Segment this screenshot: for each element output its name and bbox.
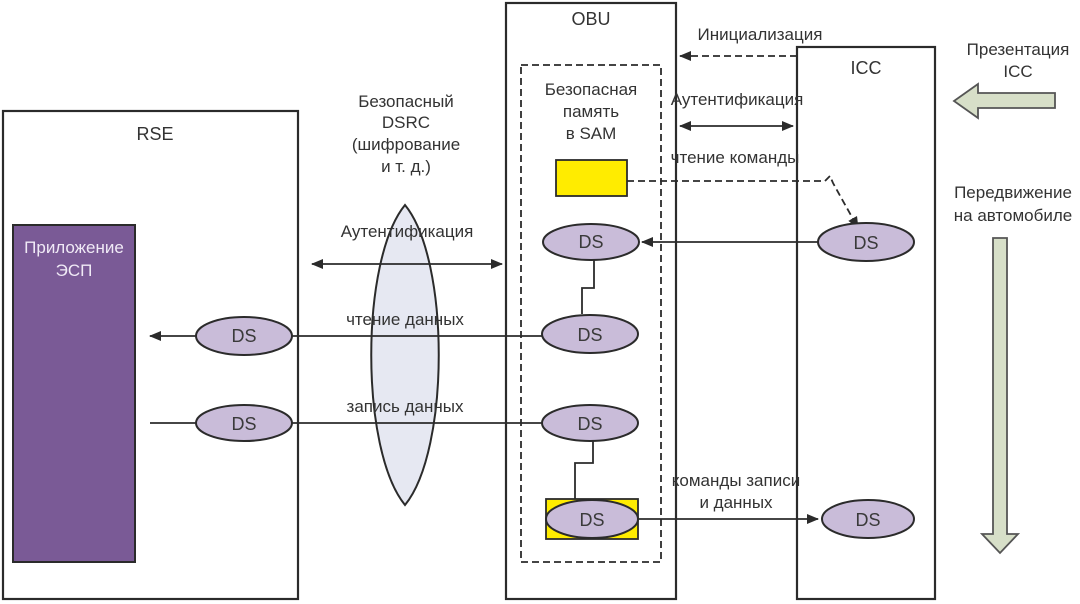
svg-text:DS: DS: [853, 233, 878, 253]
svg-text:Передвижение: Передвижение: [954, 183, 1072, 202]
rse-title: RSE: [136, 124, 173, 144]
svg-text:(шифрование: (шифрование: [352, 135, 460, 154]
write-data-label: запись данных: [347, 397, 464, 416]
svg-text:DS: DS: [231, 414, 256, 434]
svg-text:DSRC: DSRC: [382, 113, 430, 132]
channel-label: Безопасный DSRC (шифрование и т. д.): [352, 92, 460, 176]
write-commands-label-line-1: команды записи: [672, 471, 800, 490]
ds-node-icc-1: DS: [817, 222, 915, 262]
sam-secure-memory: Безопасная память в SAM: [520, 64, 662, 563]
sam-key-block: [555, 159, 628, 197]
ds-node-rse-read: DS: [195, 316, 293, 356]
ds-node-rse-write: DS: [195, 404, 293, 442]
svg-text:и т. д.): и т. д.): [381, 157, 431, 176]
icc-presentation: Презентация ICC: [952, 40, 1070, 120]
ds-node-obu-1: DS: [542, 223, 640, 261]
ds-connector-lower: [574, 440, 594, 500]
secure-dsrc-channel: [370, 203, 440, 507]
svg-text:DS: DS: [577, 414, 602, 434]
obu-icc-auth-label: Аутентификация: [671, 90, 804, 109]
svg-text:память: память: [563, 102, 619, 121]
esp-application-block: Приложение ЭСП: [12, 224, 136, 563]
svg-text:DS: DS: [855, 510, 880, 530]
ds-node-obu-4: DS: [545, 499, 639, 539]
svg-text:Безопасный: Безопасный: [358, 92, 454, 111]
svg-text:DS: DS: [577, 325, 602, 345]
svg-text:Презентация: Презентация: [967, 40, 1070, 59]
svg-text:DS: DS: [578, 232, 603, 252]
vehicle-movement: Передвижение на автомобиле: [954, 183, 1072, 555]
rse-obu-auth-label: Аутентификация: [341, 222, 474, 241]
down-arrow-icon: [979, 237, 1021, 555]
svg-text:Безопасная: Безопасная: [545, 80, 638, 99]
icc-title: ICC: [851, 58, 882, 78]
write-commands-label-line-2: и данных: [699, 493, 773, 512]
ds-node-icc-2: DS: [821, 499, 915, 539]
svg-text:DS: DS: [579, 510, 604, 530]
app-title-line-2: ЭСП: [56, 261, 93, 280]
svg-text:DS: DS: [231, 326, 256, 346]
svg-text:ICC: ICC: [1003, 62, 1032, 81]
app-title-line-1: Приложение: [24, 238, 124, 257]
read-data-label: чтение данных: [346, 310, 464, 329]
ds-connector-upper: [581, 259, 595, 314]
initialization-label: Инициализация: [698, 25, 823, 44]
svg-text:на автомобиле: на автомобиле: [954, 206, 1072, 225]
ds-node-obu-3: DS: [541, 404, 639, 442]
read-command-arrow: [627, 174, 859, 229]
ds-node-obu-2: DS: [541, 314, 639, 354]
obu-title: OBU: [571, 9, 610, 29]
svg-text:в SAM: в SAM: [566, 124, 617, 143]
read-command-label: чтение команды: [671, 148, 800, 167]
left-arrow-icon: [952, 82, 1056, 120]
